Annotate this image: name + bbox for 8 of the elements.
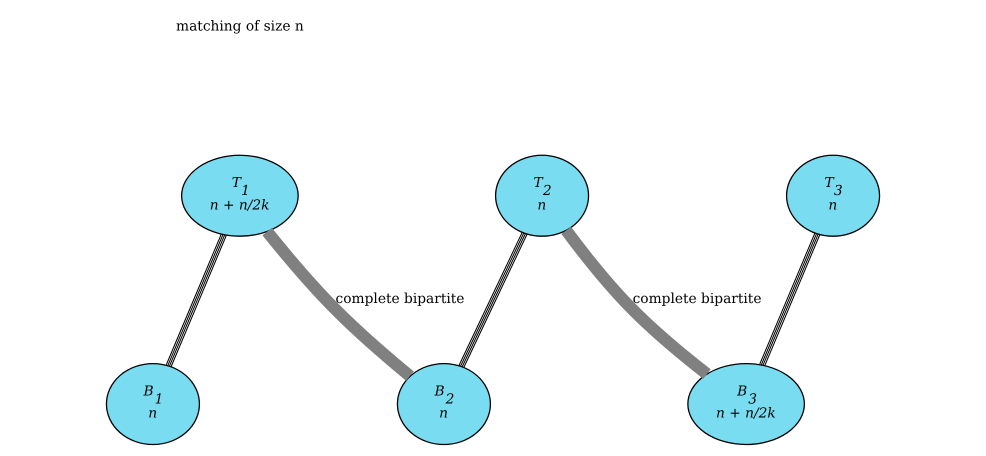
edge-label: complete bipartite bbox=[632, 291, 762, 308]
label: matching of size n bbox=[176, 18, 304, 34]
connector bbox=[262, 228, 414, 381]
connector bbox=[759, 232, 820, 366]
connector bbox=[458, 232, 528, 368]
connector bbox=[561, 226, 711, 379]
connector bbox=[166, 234, 227, 367]
edge-label: complete bipartite bbox=[336, 291, 464, 308]
